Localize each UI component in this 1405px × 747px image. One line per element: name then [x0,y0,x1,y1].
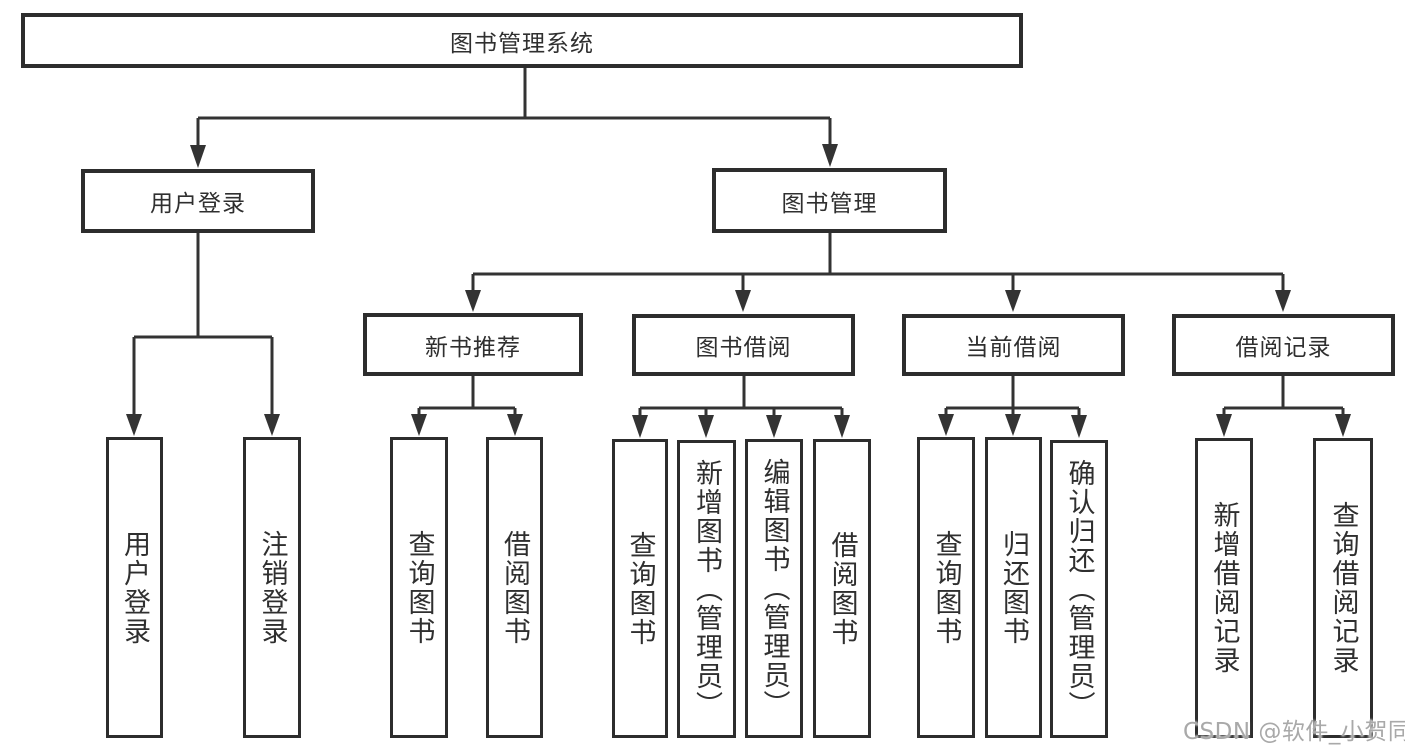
csdn-watermark: CSDN @软件_小贺同学 [1183,719,1405,745]
node-current-borrow: 当前借阅 [902,314,1125,376]
leaf-cb-return-books: 归还图书 [985,437,1042,738]
leaf-br-query-borrow-record: 查询借阅记录 [1313,438,1373,738]
leaf-nbr-query-books: 查询图书 [390,437,448,738]
connector-user-login-to-leaves [126,233,280,436]
connector-book-management-to-level3 [465,233,1291,312]
leaf-bb-add-book-admin: 新增图书（管理员） [677,440,736,738]
leaf-user-login: 用户登录 [106,437,163,738]
leaf-cb-confirm-return-admin: 确认归还（管理员） [1050,440,1108,738]
connector-borrow-records-to-leaves [1216,376,1351,437]
node-new-book-recommend: 新书推荐 [363,313,583,376]
leaf-br-add-borrow-record: 新增借阅记录 [1195,438,1253,738]
connector-book-borrow-to-leaves [632,376,850,438]
node-borrow-records: 借阅记录 [1172,314,1395,376]
node-book-borrow: 图书借阅 [632,314,855,376]
connector-current-borrow-to-leaves [938,376,1087,438]
node-library-management-system: 图书管理系统 [21,13,1023,68]
leaf-logout-login: 注销登录 [243,437,301,738]
leaf-cb-query-books: 查询图书 [917,437,975,738]
connector-new-book-recommend-to-leaves [411,376,523,436]
leaf-bb-edit-book-admin: 编辑图书（管理员） [745,439,803,738]
leaf-bb-borrow-books: 借阅图书 [813,439,871,738]
node-book-management: 图书管理 [712,168,947,233]
node-user-login: 用户登录 [81,169,315,233]
connector-root-to-level2 [190,68,838,168]
leaf-nbr-borrow-books: 借阅图书 [486,437,543,738]
leaf-bb-query-books: 查询图书 [612,439,668,738]
